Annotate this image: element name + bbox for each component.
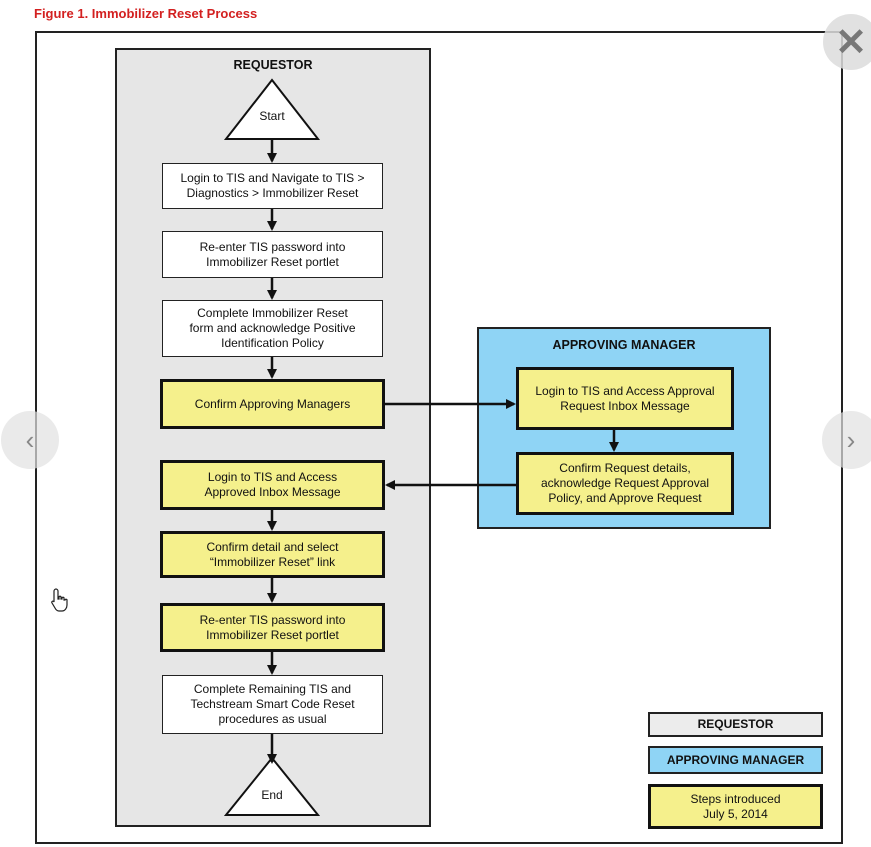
step-login-approved-inbox: Login to TIS and Access Approved Inbox M… [160, 460, 385, 510]
step-login-navigate: Login to TIS and Navigate to TIS > Diagn… [162, 163, 383, 209]
end-label: End [261, 788, 283, 802]
chevron-right-icon[interactable]: › [822, 411, 871, 469]
step-confirm-managers: Confirm Approving Managers [160, 379, 385, 429]
step-confirm-detail: Confirm detail and select “Immobilizer R… [160, 531, 385, 578]
approving-manager-lane-title: APPROVING MANAGER [552, 338, 696, 352]
manager-step-approve-request: Confirm Request details, acknowledge Req… [516, 452, 734, 515]
step-reenter-password-1: Re-enter TIS password into Immobilizer R… [162, 231, 383, 278]
close-icon[interactable]: ✕ [823, 14, 871, 70]
step-complete-remaining: Complete Remaining TIS and Techstream Sm… [162, 675, 383, 734]
start-label: Start [259, 109, 285, 123]
legend-approving-manager: APPROVING MANAGER [648, 746, 823, 774]
step-reenter-password-2: Re-enter TIS password into Immobilizer R… [160, 603, 385, 652]
requestor-lane-title: REQUESTOR [233, 58, 313, 72]
chevron-left-icon[interactable]: ‹ [1, 411, 59, 469]
hand-pointer-icon [51, 588, 68, 612]
end-triangle [223, 756, 321, 816]
legend-new-steps: Steps introduced July 5, 2014 [648, 784, 823, 829]
manager-step-login-approval: Login to TIS and Access Approval Request… [516, 367, 734, 430]
figure-title: Figure 1. Immobilizer Reset Process [34, 6, 258, 21]
legend-requestor: REQUESTOR [648, 712, 823, 737]
step-complete-form: Complete Immobilizer Reset form and ackn… [162, 300, 383, 357]
